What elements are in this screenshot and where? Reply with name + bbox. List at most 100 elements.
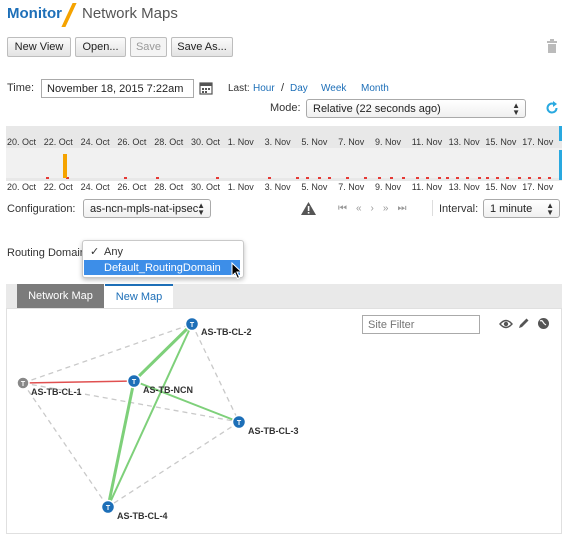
timeline-event-marker [328, 177, 331, 179]
tab-new-map[interactable]: New Map [105, 284, 173, 308]
timeline-event-marker [538, 177, 541, 179]
timeline-event-marker [346, 177, 349, 179]
timeline-tick-bottom: 20. Oct [7, 182, 37, 192]
link-ncn-cl2[interactable] [132, 322, 194, 383]
timeline-event-marker [378, 177, 381, 179]
routing-option-label: Default_RoutingDomain [104, 261, 221, 274]
node-cl3[interactable]: T AS-TB-CL-3 [231, 414, 299, 437]
link-cl2-cl4[interactable] [107, 323, 193, 508]
site-filter-input[interactable] [362, 315, 480, 334]
calendar-icon[interactable] [199, 81, 213, 95]
link-cl1-ncn[interactable] [22, 380, 135, 384]
timeline-event-marker [296, 177, 299, 179]
node-label-cl1: AS-TB-CL-1 [31, 387, 82, 397]
save-as-button[interactable]: Save As... [171, 37, 233, 57]
node-label-ncn: AS-TB-NCN [143, 385, 193, 395]
eye-icon[interactable] [499, 318, 513, 330]
tab-network-map[interactable]: Network Map [17, 284, 104, 308]
select-arrows-icon: ▲▼ [512, 101, 520, 117]
timeline-event-marker [456, 177, 459, 179]
timeline-event-marker [438, 177, 441, 179]
open-button[interactable]: Open... [75, 37, 126, 57]
timeline-event-marker [506, 177, 509, 179]
configuration-select[interactable]: as-ncn-mpls-nat-ipsec ▲▼ [83, 199, 211, 218]
select-arrows-icon: ▲▼ [546, 201, 554, 217]
configuration-label: Configuration: [7, 203, 76, 215]
timeline-tick-top: 13. Nov [448, 137, 480, 147]
interval-select[interactable]: 1 minute ▲▼ [483, 199, 560, 218]
timeline-tick-bottom: 11. Nov [411, 182, 443, 192]
node-label-cl4: AS-TB-CL-4 [117, 511, 168, 521]
link-ncn-cl4[interactable] [106, 380, 136, 508]
edit-icon[interactable] [517, 317, 530, 330]
node-label-cl3: AS-TB-CL-3 [248, 426, 299, 436]
refresh-icon[interactable] [545, 101, 559, 115]
node-cl2[interactable]: T AS-TB-CL-2 [184, 316, 252, 338]
routing-option-default[interactable]: Default_RoutingDomain [84, 260, 240, 275]
timeline-tick-top: 9. Nov [375, 137, 402, 147]
breadcrumb-monitor[interactable]: Monitor [7, 5, 62, 22]
save-button[interactable]: Save [130, 37, 167, 57]
trash-icon[interactable] [545, 38, 559, 54]
interval-label: Interval: [439, 203, 479, 215]
timeline-tick-top: 24. Oct [80, 137, 110, 147]
timeline-event-marker [402, 177, 405, 179]
timeline-event-marker [268, 177, 271, 179]
timeline-band [6, 148, 562, 178]
node-badge: T [21, 381, 26, 388]
routing-option-any[interactable]: ✓ Any [84, 244, 240, 259]
timeline-tick-bottom: 5. Nov [301, 182, 328, 192]
timeline-event-marker [306, 177, 309, 179]
network-graph[interactable]: T AS-TB-CL-2 T AS-TB-NCN T AS-TB-CL-1 T … [7, 309, 561, 533]
timeline-tick-top: 20. Oct [7, 137, 37, 147]
timeline-event-marker [426, 177, 429, 179]
range-week-link[interactable]: Week [321, 83, 347, 94]
routing-domain-dropdown[interactable]: ✓ Any Default_RoutingDomain [82, 240, 244, 278]
timeline-event-marker [216, 177, 219, 179]
node-cl1[interactable]: T AS-TB-CL-1 [16, 376, 82, 397]
timeline-event-marker [46, 177, 49, 179]
node-ncn[interactable]: T AS-TB-NCN [126, 373, 194, 396]
range-hour-link[interactable]: Hour [253, 83, 275, 94]
node-badge: T [190, 322, 195, 329]
routing-domain-label: Routing Domain [7, 247, 86, 259]
time-input[interactable]: November 18, 2015 7:22am [41, 79, 194, 98]
timeline-event-marker [466, 177, 469, 179]
map-canvas[interactable]: T AS-TB-CL-2 T AS-TB-NCN T AS-TB-CL-1 T … [6, 308, 562, 534]
timeline-event-marker [364, 177, 367, 179]
timeline-event-marker [548, 177, 551, 179]
timeline-tick-bottom: 7. Nov [338, 182, 365, 192]
range-month-link[interactable]: Month [361, 83, 389, 94]
mode-label: Mode: [270, 102, 301, 114]
range-day-link[interactable]: Day [290, 83, 308, 94]
timeline-event-marker [518, 177, 521, 179]
timeline-marker[interactable] [559, 126, 562, 141]
timeline-marker-lower[interactable] [559, 150, 562, 180]
new-view-button[interactable]: New View [7, 37, 71, 57]
timeline-tick-top: 1. Nov [227, 137, 254, 147]
divider [432, 200, 433, 216]
playback-controls[interactable]: ⏮«›»⏭ [338, 203, 416, 214]
mode-select[interactable]: Relative (22 seconds ago) ▲▼ [306, 99, 526, 118]
timeline-tick-top: 11. Nov [411, 137, 443, 147]
timeline-activity-bar [63, 154, 67, 178]
warning-icon [301, 202, 316, 215]
timeline-tick-top: 17. Nov [522, 137, 554, 147]
mouse-cursor-icon [231, 262, 243, 280]
node-cl4[interactable]: T AS-TB-CL-4 [100, 499, 168, 522]
node-badge: T [237, 420, 242, 427]
select-arrows-icon: ▲▼ [197, 201, 205, 217]
timeline-event-marker [528, 177, 531, 179]
timeline-tick-top: 26. Oct [117, 137, 147, 147]
link-ncn-cl3[interactable] [133, 380, 240, 423]
timeline-event-marker [446, 177, 449, 179]
timeline-event-marker [66, 177, 69, 179]
node-badge: T [132, 379, 137, 386]
globe-icon[interactable] [537, 317, 550, 330]
timeline-tick-bottom: 9. Nov [375, 182, 402, 192]
timeline-tick-top: 30. Oct [191, 137, 221, 147]
range-separator: / [281, 82, 285, 94]
timeline-tick-bottom: 26. Oct [117, 182, 147, 192]
timeline-tick-bottom: 3. Nov [264, 182, 291, 192]
